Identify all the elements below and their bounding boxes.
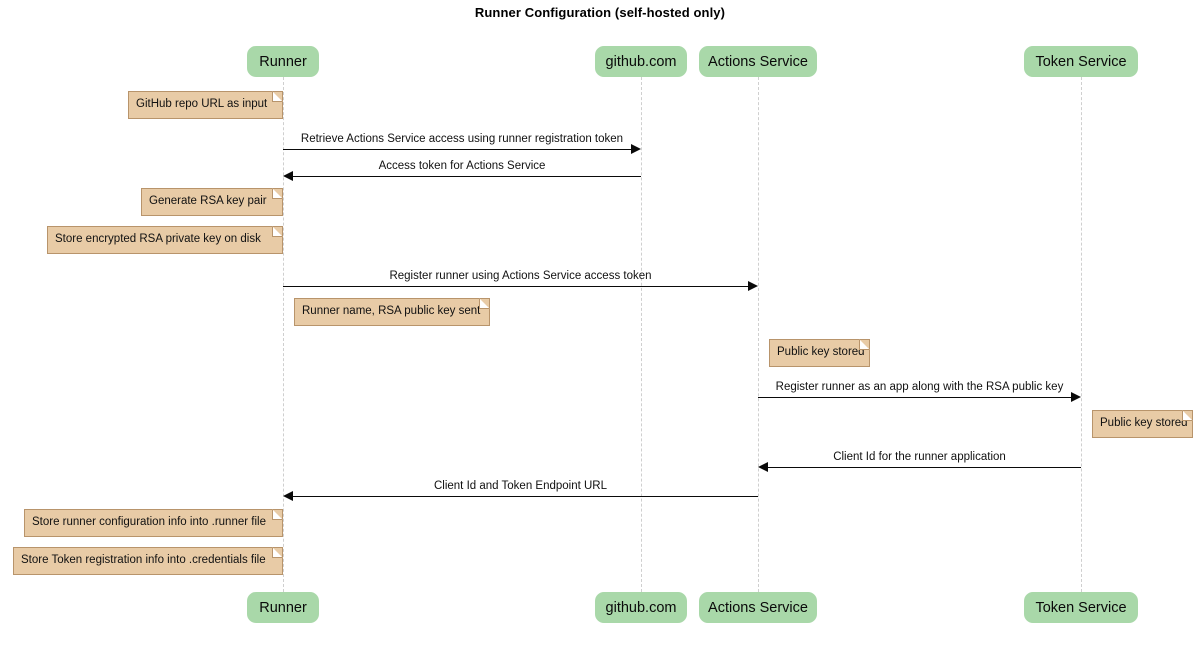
note-store-encrypted-private-key: Store encrypted RSA private key on disk	[47, 226, 283, 254]
lifeline-token	[1081, 77, 1082, 592]
note-store-token-registration: Store Token registration info into .cred…	[13, 547, 283, 575]
message-line-access-token	[293, 176, 641, 177]
participant-github-bottom[interactable]: github.com	[595, 592, 687, 623]
participant-github-top[interactable]: github.com	[595, 46, 687, 77]
participant-runner-top[interactable]: Runner	[247, 46, 319, 77]
arrowhead-client-id-runner-app	[758, 462, 768, 472]
message-label-retrieve-actions-access: Retrieve Actions Service access using ru…	[300, 133, 624, 145]
page-title: Runner Configuration (self-hosted only)	[474, 5, 726, 20]
participant-token-bottom[interactable]: Token Service	[1024, 592, 1138, 623]
lifeline-actions	[758, 77, 759, 592]
note-generate-rsa-key-pair: Generate RSA key pair	[141, 188, 283, 216]
participant-token-top[interactable]: Token Service	[1024, 46, 1138, 77]
arrowhead-access-token	[283, 171, 293, 181]
note-public-key-stored-token: Public key stored	[1092, 410, 1193, 438]
message-label-register-runner-as-app: Register runner as an app along with the…	[775, 381, 1064, 393]
message-line-register-runner	[283, 286, 748, 287]
message-line-client-id-runner-app	[768, 467, 1081, 468]
participant-actions-bottom[interactable]: Actions Service	[699, 592, 817, 623]
note-runner-name-public-key-sent: Runner name, RSA public key sent	[294, 298, 490, 326]
arrowhead-client-id-token-endpoint	[283, 491, 293, 501]
note-store-runner-configuration: Store runner configuration info into .ru…	[24, 509, 283, 537]
lifeline-runner	[283, 77, 284, 592]
arrowhead-register-runner	[748, 281, 758, 291]
message-line-client-id-token-endpoint	[293, 496, 758, 497]
message-label-client-id-runner-app: Client Id for the runner application	[833, 451, 1006, 463]
arrowhead-register-runner-as-app	[1071, 392, 1081, 402]
note-github-repo-url: GitHub repo URL as input	[128, 91, 283, 119]
arrowhead-retrieve-actions-access	[631, 144, 641, 154]
message-line-register-runner-as-app	[758, 397, 1071, 398]
message-line-retrieve-actions-access	[283, 149, 631, 150]
message-label-access-token: Access token for Actions Service	[378, 160, 546, 172]
lifeline-github	[641, 77, 642, 592]
message-label-client-id-token-endpoint: Client Id and Token Endpoint URL	[433, 480, 608, 492]
participant-actions-top[interactable]: Actions Service	[699, 46, 817, 77]
note-public-key-stored-actions: Public key stored	[769, 339, 870, 367]
participant-runner-bottom[interactable]: Runner	[247, 592, 319, 623]
message-label-register-runner: Register runner using Actions Service ac…	[389, 270, 652, 282]
